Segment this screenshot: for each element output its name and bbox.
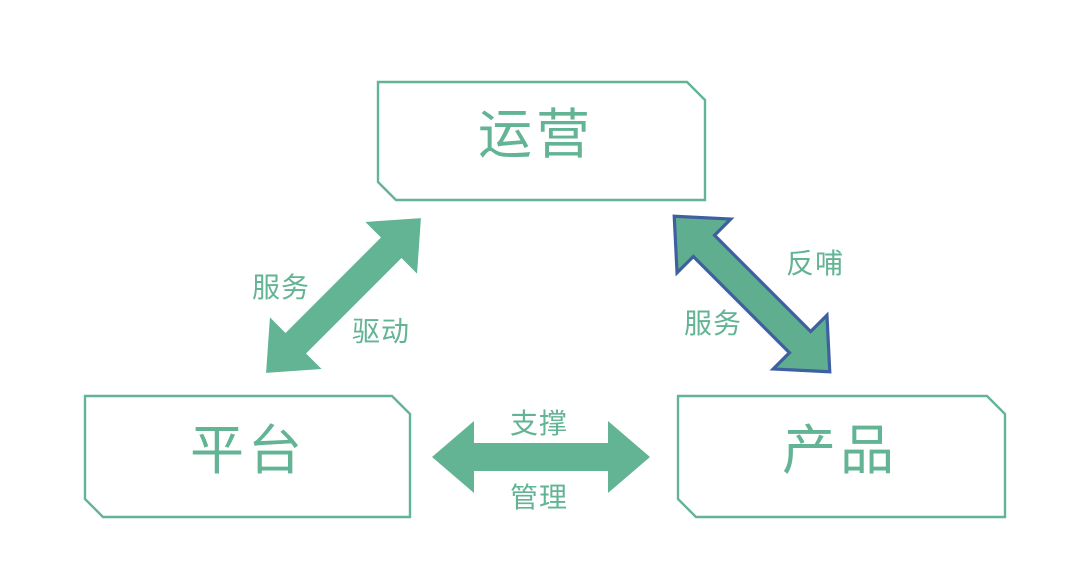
node-shape-operations[interactable] bbox=[376, 80, 707, 202]
node-label-operations: 运营 bbox=[478, 105, 594, 165]
edge-label-platform-operations-lower: 驱动 bbox=[352, 316, 411, 347]
node-shape-platform[interactable] bbox=[83, 394, 412, 519]
edge-label-operations-product-lower: 服务 bbox=[684, 308, 743, 339]
node-label-platform: 平台 bbox=[190, 421, 306, 481]
double-arrow-shape-selected bbox=[672, 214, 832, 374]
edge-arrow-operations-product[interactable] bbox=[647, 189, 856, 398]
edge-label-platform-product-upper: 支撑 bbox=[510, 408, 569, 439]
edge-arrow-platform-product[interactable] bbox=[432, 421, 650, 493]
double-arrow-shape bbox=[266, 218, 421, 373]
edge-arrow-platform-operations[interactable] bbox=[240, 192, 446, 398]
edge-label-operations-product-upper: 反哺 bbox=[786, 248, 845, 279]
node-label-product: 产品 bbox=[782, 421, 898, 481]
edge-label-platform-operations-upper: 服务 bbox=[252, 272, 311, 303]
node-shape-product[interactable] bbox=[676, 394, 1007, 519]
edge-label-platform-product-lower: 管理 bbox=[510, 482, 569, 513]
